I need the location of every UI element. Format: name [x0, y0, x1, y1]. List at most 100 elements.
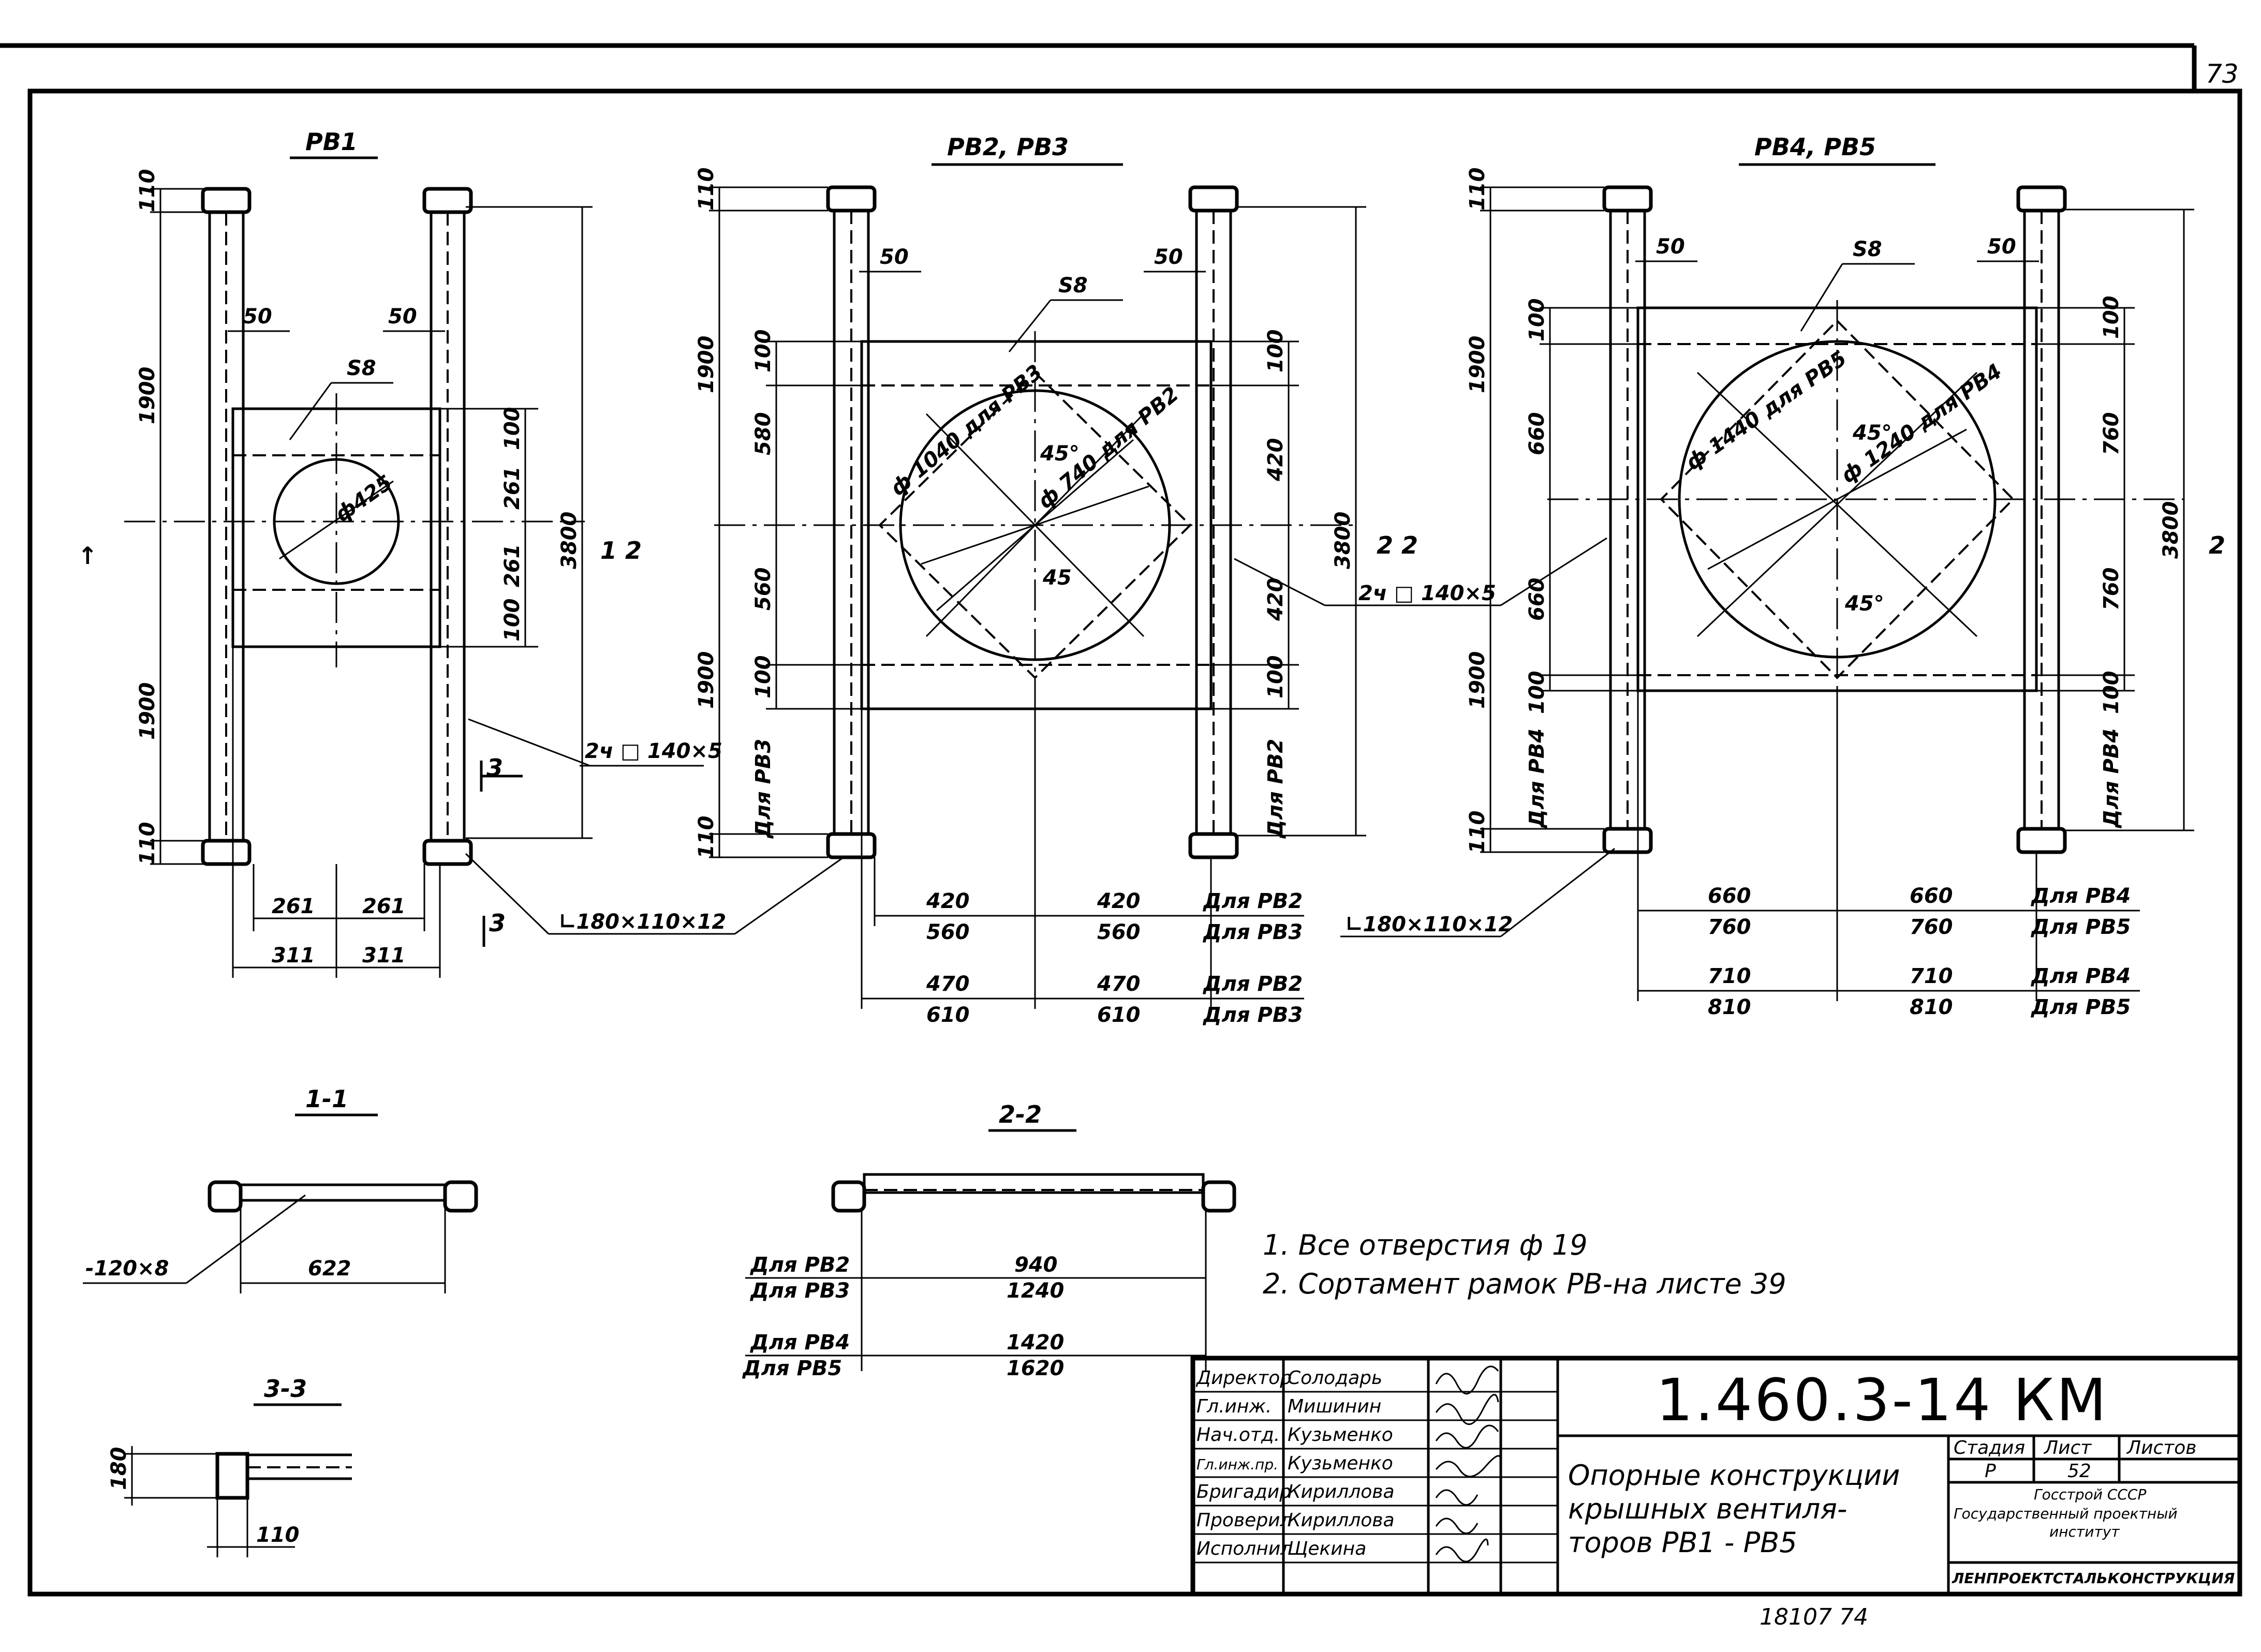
dim-value: 100 — [500, 407, 524, 451]
channel-section — [831, 1180, 866, 1213]
cut-marker-1: ↑ — [78, 542, 98, 570]
staff-name: Кузьменко — [1288, 1424, 1393, 1446]
total-height: 3800 — [557, 512, 581, 569]
signature — [1435, 1455, 1502, 1478]
base-plate — [1188, 832, 1239, 859]
dim-value: 1900 — [136, 682, 159, 740]
staff-role: Гл.инж. — [1196, 1396, 1272, 1417]
base-plate — [2016, 827, 2067, 854]
dim-value: 110 — [1466, 168, 1489, 211]
dim-value: 110 — [694, 168, 718, 211]
signature — [1435, 1365, 1499, 1395]
dim-value: 261 — [500, 544, 524, 588]
hole-diamond — [878, 371, 1192, 679]
stage-value: Р — [1985, 1461, 1996, 1482]
notes: 1. Все отверстия ф 19 2. Сортамент рамок… — [1263, 1229, 1786, 1300]
plate-spec: -120×8 — [85, 1257, 169, 1281]
variant-label: Для РВ4 — [2030, 964, 2131, 988]
section-width: 1240 — [1007, 1279, 1064, 1303]
dim-value: 100 — [500, 599, 524, 642]
dim-value: 660 — [1525, 412, 1549, 456]
dim-value: 810 — [1910, 995, 1953, 1019]
section-title: 3-3 — [264, 1375, 307, 1403]
view-title-rv1: РВ1 — [305, 128, 358, 156]
view-rv1: РВ1 ф425 S8 50 50 11 — [78, 128, 849, 978]
offset-dim: 50 — [1154, 245, 1183, 269]
staff-name: Кириллова — [1288, 1481, 1395, 1502]
total-height: 3800 — [1331, 512, 1355, 569]
plate-label: S8 — [1058, 274, 1088, 297]
dim-value: 470 — [926, 972, 970, 996]
section-title: 2-2 — [999, 1100, 1042, 1128]
leader-line — [1008, 300, 1052, 352]
angle-bottom: 45 — [1042, 566, 1072, 590]
leader-line — [1800, 263, 1843, 332]
dim-value: 660 — [1708, 884, 1751, 908]
dim-value: 610 — [926, 1003, 970, 1027]
view-title-rv45: РВ4, РВ5 — [1754, 133, 1876, 161]
stage-label: Стадия — [1954, 1437, 2025, 1458]
sheet-value: 52 — [2067, 1461, 2091, 1482]
signature — [1435, 1394, 1499, 1425]
dim-value: 1900 — [1466, 651, 1489, 709]
cap-plate — [1188, 185, 1239, 213]
dim-value: 261 — [500, 467, 524, 510]
section-width: 622 — [308, 1257, 351, 1281]
leader-line — [468, 718, 590, 767]
dim-value: 100 — [2100, 296, 2123, 339]
channel-section — [443, 1180, 478, 1213]
angle-bottom: 45° — [1844, 592, 1884, 616]
dim-value: 1900 — [1466, 336, 1489, 393]
dim-value: 760 — [1910, 915, 1953, 939]
leader-line — [1500, 537, 1607, 606]
leader-line — [1500, 847, 1615, 937]
view-rv45: РВ4, РВ5 ф 1440 для РВ5 ф 1240 для РВ4 4… — [1340, 133, 2225, 1019]
staff-role: Бригадир — [1196, 1481, 1291, 1502]
plate-label: S8 — [1853, 237, 1882, 261]
channel-section — [1201, 1180, 1236, 1213]
dim-value: 580 — [751, 412, 775, 456]
variant-label: Для РВ4 — [2030, 884, 2131, 908]
cap-plate — [422, 187, 473, 214]
plate-label: S8 — [347, 356, 376, 380]
section-title: 1-1 — [305, 1085, 348, 1113]
document-name-line: торов РВ1 - РВ5 — [1568, 1526, 1797, 1559]
dim-value: 660 — [1910, 884, 1953, 908]
channel-label-mid: 2ч □ 140×5 — [1358, 582, 1496, 605]
signature — [1435, 1424, 1499, 1449]
dim-value: 100 — [1525, 671, 1549, 715]
section-height: 180 — [107, 1447, 131, 1491]
staff-role: Проверил — [1196, 1510, 1292, 1531]
section-2-2: 2-2 Для РВ2 940 Для РВ3 1240 Для РВ4 142… — [742, 1100, 1236, 1380]
dim-value: 100 — [751, 330, 775, 373]
base-plate — [201, 839, 252, 866]
variant-label: Для РВ4 — [1525, 728, 1549, 829]
channel-section — [208, 1180, 243, 1213]
dim-value: 610 — [1097, 1003, 1141, 1027]
staff-name: Щекина — [1288, 1538, 1366, 1559]
dim-value: 710 — [1910, 964, 1953, 988]
dim-value: 261 — [272, 895, 315, 918]
dim-value: 420 — [1264, 438, 1288, 482]
org-line: институт — [2049, 1523, 2120, 1540]
dim-value: 760 — [1708, 915, 1751, 939]
section-width: 1620 — [1007, 1357, 1064, 1380]
variant-label: Для РВ3 — [1202, 1003, 1303, 1027]
note-2: 2. Сортамент рамок РВ-на листе 39 — [1263, 1268, 1786, 1300]
variant-label: Для РВ2 — [749, 1253, 850, 1277]
variant-label: Для РВ3 — [749, 1279, 850, 1303]
variant-label: Для РВ5 — [2030, 995, 2131, 1019]
dim-value: 100 — [2100, 671, 2123, 715]
variant-label: Для РВ2 — [1264, 739, 1288, 839]
section-1-1: 1-1 622 -120×8 — [83, 1085, 478, 1293]
hole-label-a: ф 1040 для РВ3 — [886, 360, 1047, 501]
dim-value: 560 — [751, 568, 775, 611]
leader-line — [465, 853, 550, 935]
sheet-label: Лист — [2043, 1437, 2092, 1458]
angle-label: ∟180×110×12 — [559, 910, 726, 934]
staff-role: Исполнил — [1196, 1538, 1292, 1559]
section-3-3: 3-3 180 110 — [107, 1375, 352, 1557]
cut-marker-3-bottom: 3 — [489, 909, 506, 937]
